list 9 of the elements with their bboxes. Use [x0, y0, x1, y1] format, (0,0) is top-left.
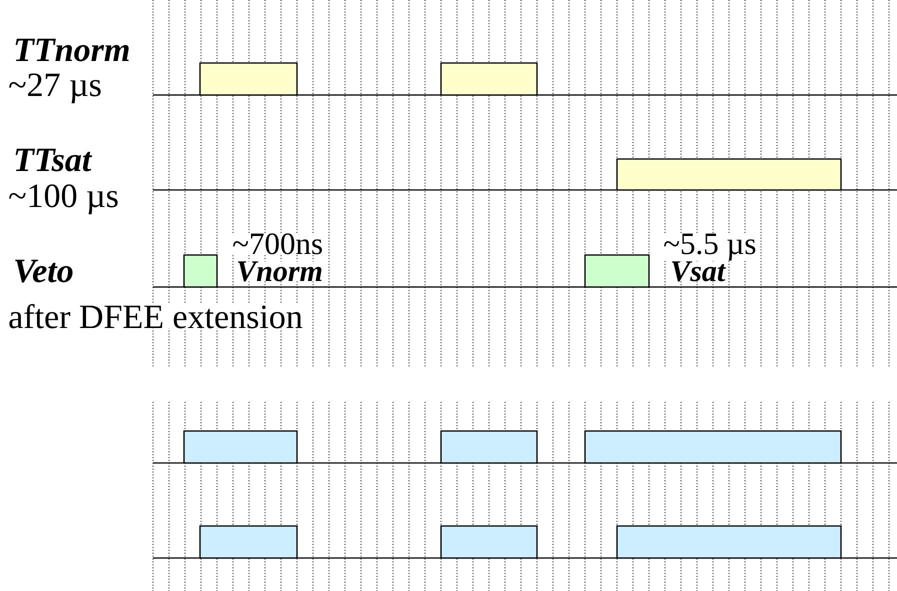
signal-name: Vnorm — [236, 261, 323, 282]
signal-name: TTsat — [13, 148, 92, 172]
timing-label: ~27 µs — [8, 73, 102, 104]
signal-name: Veto — [13, 260, 74, 283]
signal-name: Vsat — [670, 261, 726, 282]
signal-name: TTnorm — [13, 38, 130, 62]
timing-label: after DFEE extension — [8, 304, 303, 328]
timing-label: ~700ns — [232, 233, 324, 254]
timing-label: ~100 µs — [8, 184, 119, 214]
